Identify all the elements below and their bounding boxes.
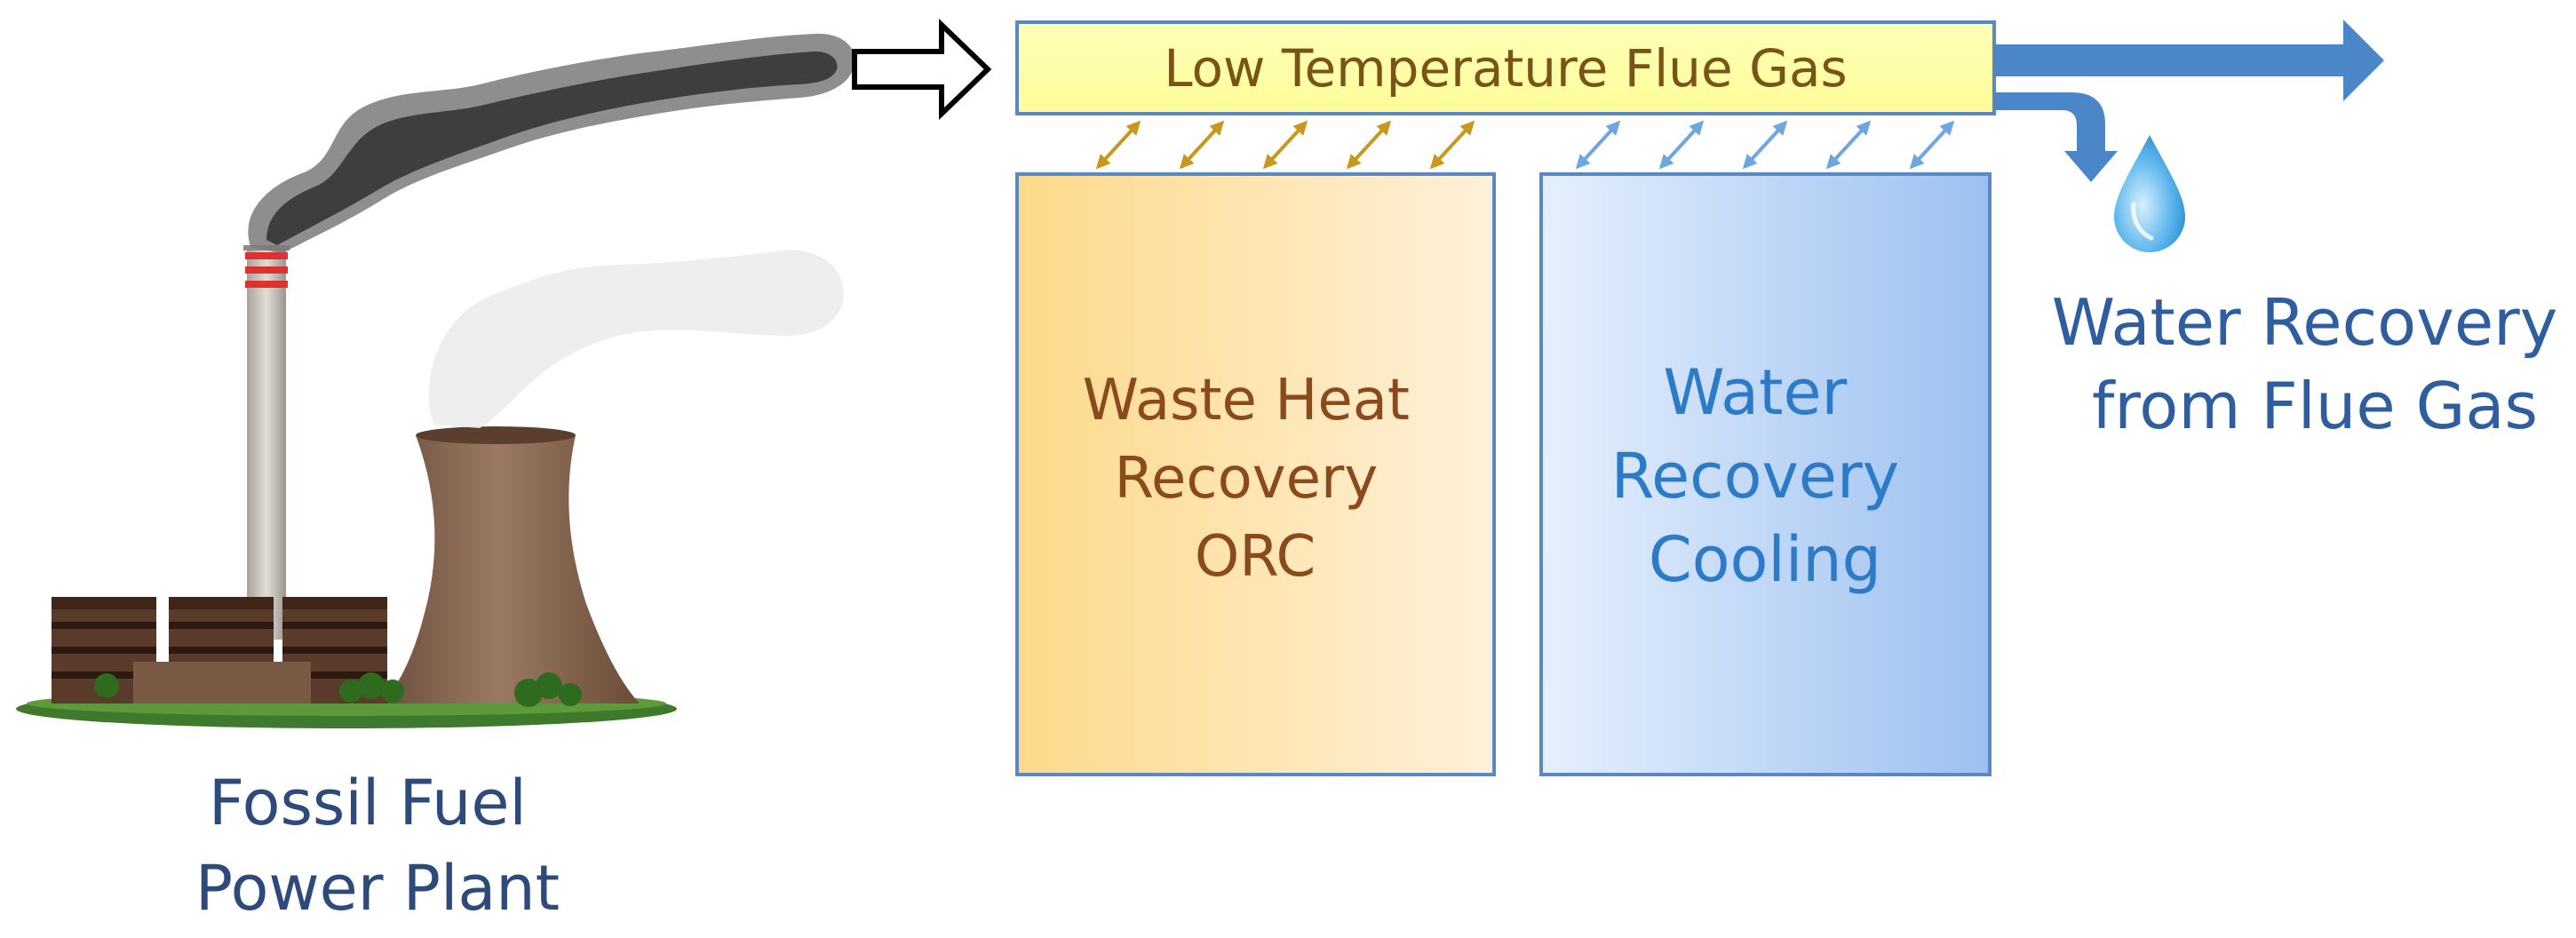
power-plant-icon — [16, 245, 677, 728]
dark-smoke-inner-shape — [266, 51, 838, 246]
flue-gas-label: Low Temperature Flue Gas — [1164, 38, 1848, 99]
water-drop-icon — [2114, 135, 2185, 252]
outlet-arrow-shape — [1994, 20, 2384, 101]
cooling-box — [1539, 172, 1992, 776]
outline-arrow-shape — [852, 18, 992, 121]
cooling-exchange-arrow — [1909, 120, 1955, 170]
cooling-exchange-arrow — [1742, 120, 1788, 170]
water-recovery-label-line: from Flue Gas — [2092, 369, 2538, 443]
smoke-icon — [248, 33, 855, 428]
cooling-label-line: Recovery — [1611, 440, 1900, 513]
power-plant-label-line: Power Plant — [195, 852, 560, 925]
power-plant-label: Fossil Fuel Power Plant — [195, 767, 560, 925]
cooling-exchange-arrow — [1658, 120, 1705, 170]
cooling-tower-shape — [382, 430, 640, 704]
chimney-shape — [247, 249, 286, 640]
cooling-exchange-arrow — [1825, 120, 1872, 170]
cooling-exchange-arrow — [1575, 120, 1621, 170]
orc-label-line: Waste Heat — [1083, 368, 1410, 433]
orc-exchange-arrow — [1179, 120, 1225, 170]
flue-gas-box — [1015, 20, 1996, 115]
orc-box — [1015, 172, 1496, 776]
orc-exchange-arrow — [1429, 120, 1475, 170]
orc-exchange-arrows — [1095, 120, 1475, 170]
branch-arrow-shape — [1994, 92, 2118, 182]
light-steam-shape — [428, 250, 844, 428]
power-plant-label-line: Fossil Fuel — [209, 767, 527, 839]
orc-exchange-arrow — [1262, 120, 1308, 170]
orc-exchange-arrow — [1346, 120, 1392, 170]
water-recovery-label-line: Water Recovery — [2052, 285, 2558, 360]
cooling-label-line: Cooling — [1649, 523, 1881, 596]
orc-label: Waste Heat Recovery ORC — [1083, 368, 1428, 590]
orc-label-line: Recovery — [1114, 446, 1378, 512]
cooling-label-line: Water — [1663, 356, 1847, 429]
cooling-exchange-arrows — [1575, 120, 1955, 170]
water-recovery-label: Water Recovery from Flue Gas — [2052, 285, 2576, 443]
cooling-label: Water Recovery Cooling — [1611, 356, 1920, 596]
orc-label-line: ORC — [1195, 524, 1316, 590]
trees-shape — [94, 672, 582, 707]
orc-exchange-arrow — [1095, 120, 1141, 170]
